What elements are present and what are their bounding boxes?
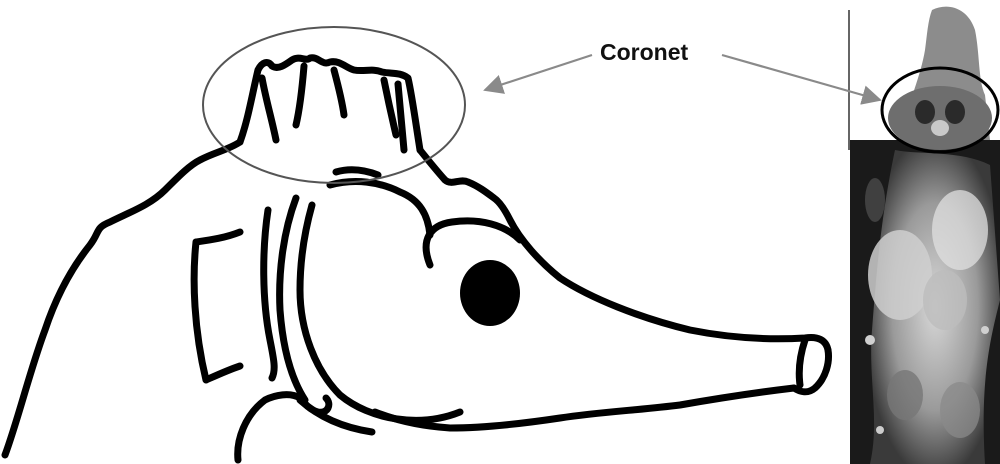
coronet-ridge-1 [262,78,276,140]
coronet-ridge-3 [334,70,344,115]
operculum-inner-arc [264,210,274,378]
cheek-arc [300,205,460,420]
lower-neck-outline [238,395,329,460]
eye [460,260,520,326]
photo-coronet [888,86,992,150]
coronet-ridge-4 [384,80,396,135]
snout-mouth-line [799,340,805,385]
cheek-inner-arc [426,221,520,265]
cheek-top-arc [330,181,430,235]
coronet-ridge-2 [296,66,304,125]
snout-bottom-outline [375,388,794,428]
coronet-label: Coronet [600,39,689,65]
gill-opening-outline [194,232,240,380]
seahorse-head-drawing [5,58,828,460]
arrow-to-drawing [485,55,592,90]
coronet-ridge-5 [398,84,404,150]
brow-dash [336,170,378,175]
head-back-outline [5,142,240,455]
coronet-highlight-drawing [203,27,465,183]
